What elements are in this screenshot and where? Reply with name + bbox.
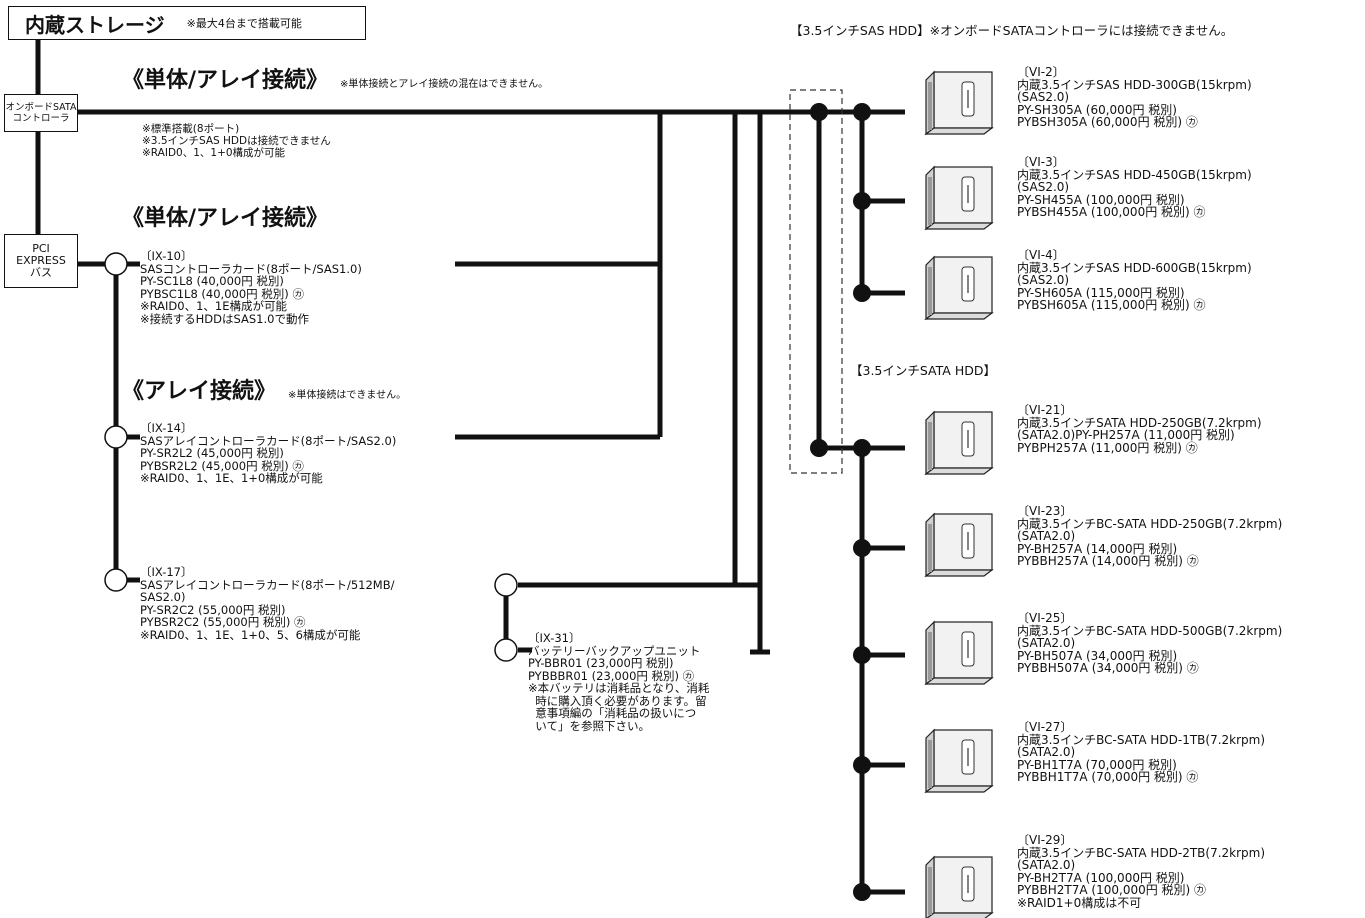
card-ix-17: 〔IX-17〕 SASアレイコントローラカード(8ポート/512MB/ SAS2… bbox=[140, 565, 395, 642]
page-title: 内蔵ストレージ bbox=[25, 12, 165, 37]
heading-array: 《アレイ接続》 ※単体接続はできません。 bbox=[122, 373, 406, 405]
disk-vi-4: 〔VI-4〕 内蔵3.5インチSAS HDD-600GB(15krpm) (SA… bbox=[1017, 248, 1252, 312]
heading-note: ※単体接続とアレイ接続の混在はできません。 bbox=[340, 79, 549, 90]
disk-vi-21: 〔VI-21〕 内蔵3.5インチSATA HDD-250GB(7.2krpm) … bbox=[1017, 403, 1262, 455]
hdd-icon bbox=[925, 411, 993, 475]
disk-vi-25: 〔VI-25〕 内蔵3.5インチBC-SATA HDD-500GB(7.2krp… bbox=[1017, 611, 1283, 675]
onboard-notes: ※標準搭載(8ポート) ※3.5インチSAS HDDは接続できません ※RAID… bbox=[142, 123, 331, 159]
hdd-icon bbox=[925, 513, 993, 577]
card-ix-10: 〔IX-10〕 SASコントローラカード(8ポート/SAS1.0) PY-SC1… bbox=[140, 249, 362, 326]
title-note: ※最大4台まで搭載可能 bbox=[186, 17, 302, 30]
pci-express-bus: PCI EXPRESS バス bbox=[4, 234, 78, 288]
disk-vi-23: 〔VI-23〕 内蔵3.5インチBC-SATA HDD-250GB(7.2krp… bbox=[1017, 504, 1283, 568]
hdd-icon bbox=[925, 256, 993, 320]
heading-text: 《単体/アレイ接続》 bbox=[122, 68, 329, 93]
title-box: 内蔵ストレージ ※最大4台まで搭載可能 bbox=[8, 6, 366, 40]
heading-note: ※単体接続はできません。 bbox=[288, 390, 407, 401]
onboard-sata-controller: オンボードSATA コントローラ bbox=[4, 94, 78, 132]
hdd-icon bbox=[925, 166, 993, 230]
card-ix-14: 〔IX-14〕 SASアレイコントローラカード(8ポート/SAS2.0) PY-… bbox=[140, 421, 397, 485]
section-sas-hdd: 【3.5インチSAS HDD】※オンボードSATAコントローラには接続できません… bbox=[790, 23, 1234, 38]
hdd-icon bbox=[925, 856, 993, 918]
hdd-icon bbox=[925, 621, 993, 685]
section-sata-hdd: 【3.5インチSATA HDD】 bbox=[850, 363, 996, 378]
hdd-icon bbox=[925, 71, 993, 135]
heading-single-array-1: 《単体/アレイ接続》 ※単体接続とアレイ接続の混在はできません。 bbox=[122, 62, 548, 94]
card-ix-31: 〔IX-31〕 バッテリーバックアップユニット PY-BBR01 (23,000… bbox=[528, 631, 710, 733]
heading-text: 《アレイ接続》 bbox=[122, 379, 277, 404]
heading-single-array-2: 《単体/アレイ接続》 bbox=[122, 206, 329, 231]
disk-vi-3: 〔VI-3〕 内蔵3.5インチSAS HDD-450GB(15krpm) (SA… bbox=[1017, 155, 1252, 219]
hdd-icon bbox=[925, 729, 993, 793]
disk-vi-29: 〔VI-29〕 内蔵3.5インチBC-SATA HDD-2TB(7.2krpm)… bbox=[1017, 833, 1266, 910]
disk-vi-2: 〔VI-2〕 内蔵3.5インチSAS HDD-300GB(15krpm) (SA… bbox=[1017, 65, 1252, 129]
disk-vi-27: 〔VI-27〕 内蔵3.5インチBC-SATA HDD-1TB(7.2krpm)… bbox=[1017, 720, 1266, 784]
